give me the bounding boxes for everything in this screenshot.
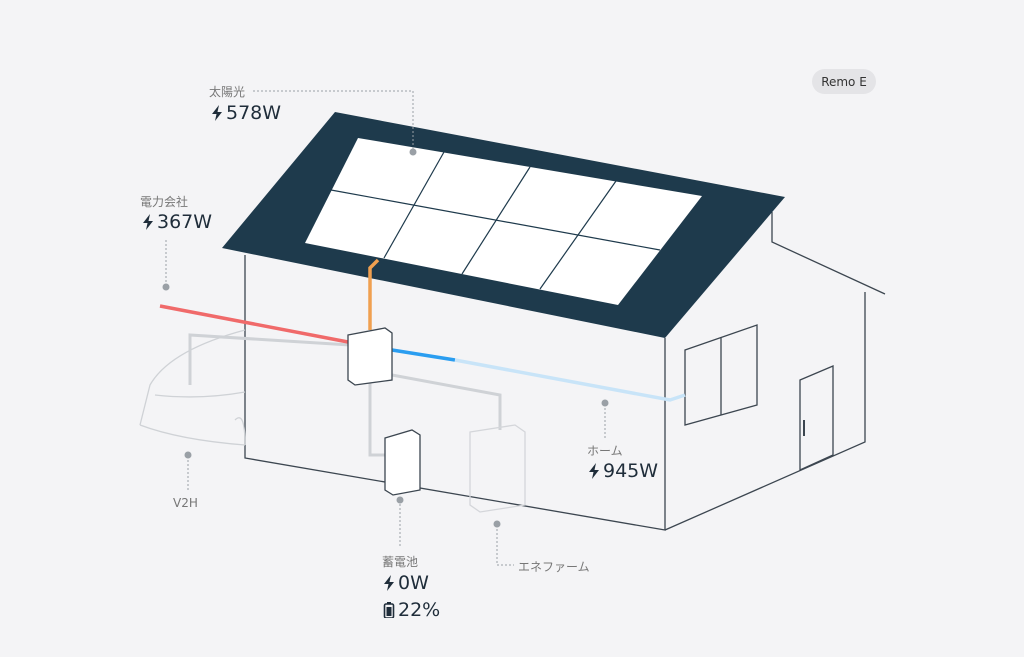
home-power-value: 945W <box>603 460 659 482</box>
battery-unit <box>384 429 421 496</box>
solar-label: 太陽光 <box>209 85 246 99</box>
grid-power-line <box>159 304 349 344</box>
grid-label: 電力会社 <box>140 195 189 209</box>
solar-power-value: 578W <box>226 102 282 124</box>
v2h-label: V2H <box>173 496 198 510</box>
battery-power-value: 0W <box>398 572 429 594</box>
battery-charge: 22% <box>383 599 440 621</box>
home-power: 945W <box>588 460 658 482</box>
car-icon <box>139 329 246 446</box>
enefarm-label: エネファーム <box>518 560 590 574</box>
house-side-wall <box>664 292 866 531</box>
bolt-icon <box>384 575 394 591</box>
bolt-icon <box>143 214 153 230</box>
battery-label: 蓄電池 <box>382 555 419 569</box>
battery-icon <box>383 602 395 618</box>
house-gable <box>771 212 886 295</box>
solar-power: 578W <box>211 102 281 124</box>
bolt-icon <box>589 463 599 479</box>
bolt-icon <box>212 105 222 121</box>
home-power-line-light <box>454 358 686 402</box>
enefarm-unit <box>469 424 526 513</box>
power-conditioner <box>347 327 393 386</box>
battery-power: 0W <box>383 572 429 594</box>
door <box>799 365 834 472</box>
window <box>684 324 758 426</box>
house-front-wall <box>244 255 666 531</box>
solar-power-line <box>368 258 380 330</box>
home-power-line <box>391 348 456 362</box>
home-label: ホーム <box>587 444 623 458</box>
battery-charge-value: 22% <box>398 599 441 621</box>
remo-e-badge[interactable]: Remo E <box>812 69 876 94</box>
grid-power-value: 367W <box>157 211 213 233</box>
grid-power: 367W <box>142 211 212 233</box>
